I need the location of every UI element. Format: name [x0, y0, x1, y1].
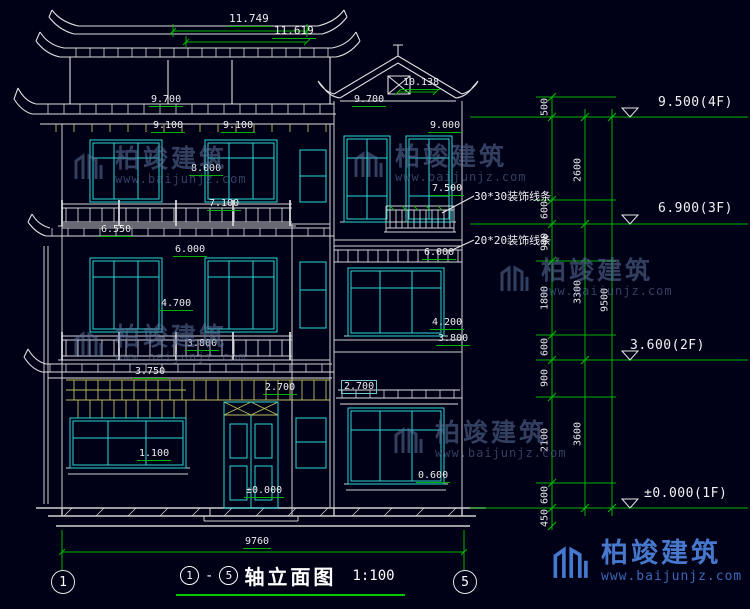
baijun-logo-icon — [394, 427, 423, 454]
window-3f-bay-b — [405, 135, 453, 223]
watermark: 柏竣建筑 www.baijunjz.com — [496, 256, 673, 299]
watermark-brand: 柏竣建筑 — [115, 322, 228, 351]
elevation-marker-1f: ±0.000(1F) — [644, 486, 728, 501]
watermark-url: www.baijunjz.com — [115, 172, 247, 187]
title-name: 轴立面图 — [244, 565, 337, 589]
baijun-logo-icon — [500, 265, 529, 292]
watermark-url: www.baijunjz.com — [115, 350, 247, 365]
window-3f-center — [204, 139, 278, 203]
dim-ridge-top: 11.749 — [227, 12, 271, 28]
dim-3800-right: 3.800 — [436, 333, 471, 346]
watermark-url: www.baijunjz.com — [395, 170, 527, 185]
dim-0600: 0.600 — [416, 470, 451, 483]
chain-inner-600c: 600 — [539, 485, 551, 505]
dim-6000-left: 6.000 — [173, 244, 208, 257]
dim-total-width: 9760 — [243, 536, 272, 549]
title-grid-start-bubble: 1 — [180, 566, 199, 585]
gable-vent — [387, 75, 411, 95]
watermark: 柏竣建筑 www.baijunjz.com — [350, 142, 527, 185]
dim-gable-apex: 10.138 — [401, 77, 442, 90]
dim-3750: 3.750 — [133, 366, 168, 379]
window-2f-bay — [347, 267, 445, 337]
dim-9700-right: 9.700 — [352, 94, 387, 107]
dim-6000-right: 6.000 — [422, 247, 457, 260]
downspout — [43, 246, 49, 504]
chain-inner-500: 500 — [539, 97, 551, 117]
watermark-footer-logo: 柏竣建筑 www.baijunjz.com — [548, 538, 743, 584]
watermark-url: www.baijunjz.com — [601, 568, 743, 584]
dim-7500: 7.500 — [430, 183, 465, 196]
callout-leaders — [441, 195, 475, 252]
window-2f-left — [89, 257, 163, 333]
railing-linework — [58, 200, 462, 361]
callout-trim-20x20: 20*20装饰线条 — [474, 234, 552, 247]
baijun-logo-icon — [74, 331, 103, 358]
watermark: 柏竣建筑 www.baijunjz.com — [70, 144, 247, 187]
watermark-brand: 柏竣建筑 — [395, 142, 508, 171]
eave-tile-ticks — [47, 48, 455, 398]
dim-9700-left: 9.700 — [149, 94, 184, 107]
baijun-logo-icon — [354, 151, 383, 178]
entry-door — [223, 401, 279, 509]
watermark-brand: 柏竣建筑 — [601, 538, 721, 570]
dim-3800-left: 3.800 — [185, 338, 220, 351]
entry-steps — [198, 508, 304, 527]
watermark-brand: 柏竣建筑 — [435, 418, 548, 447]
baijun-logo-icon — [74, 153, 103, 180]
dim-9000: 9.000 — [428, 120, 463, 133]
window-1f-bay — [347, 407, 445, 485]
dim-zero-level: ±0.000 — [244, 485, 285, 498]
dim-9100-a: 9.100 — [151, 120, 186, 133]
watermark: 柏竣建筑 www.baijunjz.com — [390, 418, 567, 461]
baijun-logo-icon — [553, 546, 588, 578]
window-1f-narrow — [295, 417, 327, 469]
chain-story-3600: 3600 — [572, 421, 584, 447]
elevation-marker-3f: 6.900(3F) — [658, 201, 733, 216]
dim-2700-left: 2.700 — [263, 382, 298, 395]
window-linework — [69, 135, 453, 509]
title-scale: 1:100 — [352, 567, 395, 584]
title-separator: - — [205, 567, 214, 584]
drawing-title: 1 - 5 轴立面图 1:100 — [176, 561, 405, 596]
dim-ridge-eave: 11.619 — [272, 24, 316, 40]
dim-4700: 4.700 — [159, 298, 194, 311]
grid-bubble-5: 5 — [453, 570, 477, 594]
chain-inner-900b: 900 — [539, 368, 551, 388]
dim-4200: 4.200 — [430, 317, 465, 330]
window-1f-shopfront — [69, 417, 187, 469]
elevation-marker-4f: 9.500(4F) — [658, 95, 733, 110]
callout-trim-30x30: 30*30装饰线条 — [474, 190, 552, 203]
chain-inner-450: 450 — [539, 508, 551, 528]
chain-inner-600b: 600 — [539, 337, 551, 357]
title-grid-end-bubble: 5 — [219, 566, 239, 585]
lattice-brackets — [55, 124, 330, 418]
window-2f-center — [204, 257, 278, 333]
window-2f-narrow — [299, 261, 327, 329]
chain-inner-900a: 900 — [539, 232, 551, 252]
watermark-brand: 柏竣建筑 — [541, 256, 654, 285]
grid-bubble-1: 1 — [51, 570, 75, 594]
watermark-brand: 柏竣建筑 — [115, 144, 228, 173]
elevation-marker-2f: 3.600(2F) — [630, 338, 705, 353]
dimension-linework — [58, 24, 748, 570]
window-3f-left — [89, 139, 163, 203]
dim-1100: 1.100 — [137, 448, 172, 461]
dim-9100-b: 9.100 — [221, 120, 256, 133]
watermark-url: www.baijunjz.com — [541, 284, 673, 299]
level-symbols — [441, 107, 640, 509]
dim-7100: 7.100 — [207, 198, 242, 211]
dim-6550: 6.550 — [99, 224, 134, 237]
chain-story-2600: 2600 — [572, 157, 584, 183]
dim-8000: 8.000 — [189, 163, 224, 176]
dim-2700-right: 2.700 — [341, 380, 378, 394]
window-3f-narrow — [299, 149, 327, 203]
watermark-url: www.baijunjz.com — [435, 446, 567, 461]
chain-inner-600a: 600 — [539, 200, 551, 220]
watermark: 柏竣建筑 www.baijunjz.com — [70, 322, 247, 365]
